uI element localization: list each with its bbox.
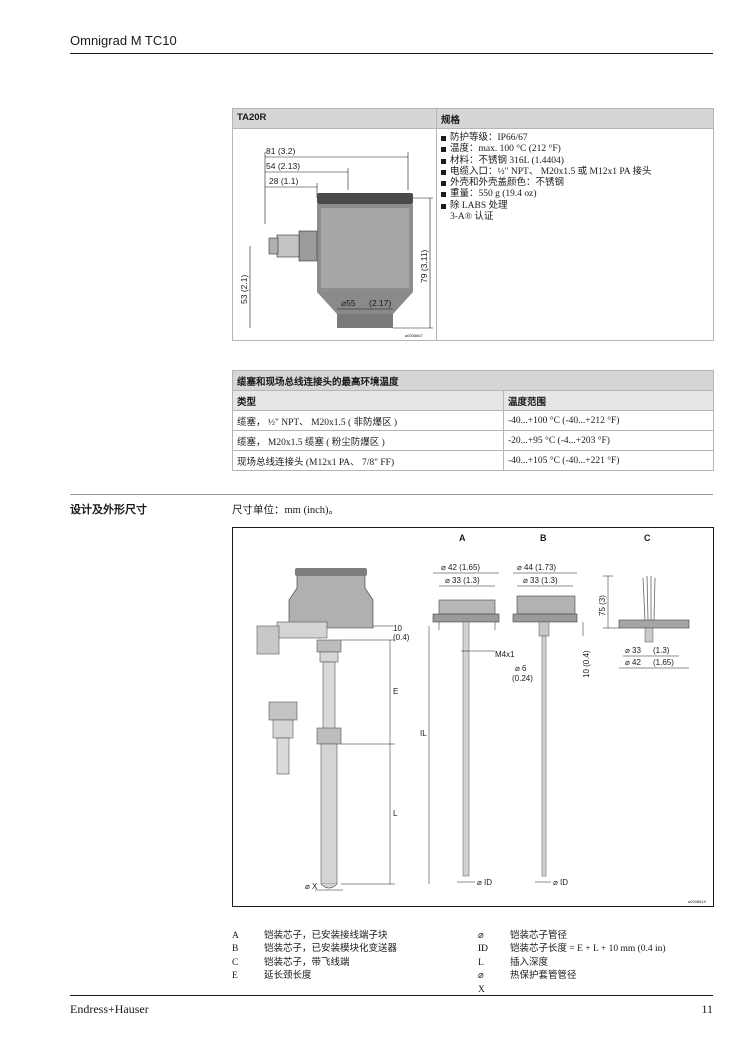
dim-54-label: 54 (2.13) <box>266 161 300 171</box>
legend-text: 铠装芯子管径 <box>510 931 568 941</box>
document-header-title: Omnigrad M TC10 <box>70 33 177 48</box>
label-ox: ⌀ X <box>305 882 318 891</box>
c-d33-inch-label: (1.3) <box>653 646 670 655</box>
col-header-range: 温度范围 <box>503 390 714 411</box>
a-m4-label: M4x1 <box>495 650 515 659</box>
spec-item: 材料：不锈钢 316L (1.4404) <box>441 156 651 167</box>
thermometer-head <box>256 568 374 889</box>
label-b: B <box>540 533 547 543</box>
footer-brand: Endress+Hauser <box>70 1002 149 1016</box>
dim-55-label: ⌀55 <box>341 298 356 308</box>
label-l: L <box>393 809 398 818</box>
b-d6-label: ⌀ 6 <box>515 664 527 673</box>
c-d33-label: ⌀ 33 <box>625 646 641 655</box>
dim-79-label: 79 (3.11) <box>419 249 429 283</box>
dim-81-label: 81 (3.2) <box>266 146 295 156</box>
legend-key: L <box>478 957 484 968</box>
a-d33-label: ⌀ 33 (1.3) <box>445 576 480 585</box>
cell-range: -40...+105 °C (-40...+221 °F) <box>503 450 714 471</box>
legend-text: 热保护套管管径 <box>510 971 577 982</box>
legend-key: IL <box>478 944 487 955</box>
ta20r-spec-table: TA20R 规格 81 (3.2 <box>232 108 714 341</box>
cell-range: -20...+95 °C (-4...+203 °F) <box>503 430 714 451</box>
label-il: IL <box>420 729 427 738</box>
c-d42-inch-label: (1.65) <box>653 658 674 667</box>
section-title: 设计及外形尺寸 <box>70 504 147 516</box>
spec-list: 防护等级：IP66/67 温度：max. 100 °C (212 °F) 材料：… <box>441 133 651 223</box>
table-title: 缆塞和现场总线连接头的最高环境温度 <box>232 370 714 391</box>
legend-key: B <box>232 944 239 955</box>
label-c: C <box>644 533 651 543</box>
section-rule <box>70 494 713 495</box>
footer-rule <box>70 995 713 996</box>
c-d42-label: ⌀ 42 <box>625 658 641 667</box>
label-a: A <box>459 533 466 543</box>
table-row: 现场总线连接头 (M12x1 PA、 7/8" FF) -40...+105 °… <box>232 450 714 471</box>
spec-divider <box>436 109 437 340</box>
dimensions-figure: A B C <box>232 527 714 907</box>
a-d42-label: ⌀ 42 (1.65) <box>441 563 480 572</box>
legend-key: ⌀ X <box>478 971 485 995</box>
table-row: 缆塞， M20x1.5 缆塞 ( 粉尘防爆区 ) -20...+95 °C (-… <box>232 430 714 451</box>
legend-key: A <box>232 931 239 941</box>
spec-col-model: TA20R <box>237 112 267 123</box>
ta20r-housing-drawing: 81 (3.2) 54 (2.13) 28 (1.1) 53 (2.1) 79 … <box>239 146 433 338</box>
legend-text: 铠装芯子，已安装接线端子块 <box>264 931 388 941</box>
a-id-label: ⌀ ID <box>477 878 492 887</box>
dimensions-drawing: A B C <box>256 533 707 904</box>
insert-a <box>432 599 500 877</box>
legend-key: C <box>232 957 239 968</box>
legend-key: E <box>232 971 238 982</box>
spec-item: 温度：max. 100 °C (212 °F) <box>441 144 651 155</box>
legend-text: 延长颈长度 <box>264 971 312 982</box>
b-d33-label: ⌀ 33 (1.3) <box>523 576 558 585</box>
header-rule <box>70 53 713 54</box>
page-number: 11 <box>701 1002 713 1016</box>
legend-text: 铠装芯子，带飞线端 <box>264 957 350 968</box>
b-id-label: ⌀ ID <box>553 878 568 887</box>
unit-note: 尺寸单位：mm (inch)。 <box>232 505 340 516</box>
b-d44-label: ⌀ 44 (1.73) <box>517 563 556 572</box>
spec-table-header: TA20R 规格 <box>233 109 713 129</box>
drawing-code: a0008667 <box>405 333 424 338</box>
table-title-row: 缆塞和现场总线连接头的最高环境温度 <box>232 370 714 391</box>
b-h10-label: 10 (0.4) <box>582 650 591 678</box>
label-e: E <box>393 687 398 696</box>
col-header-type: 类型 <box>232 390 504 411</box>
b-d6-inch-label: (0.24) <box>512 674 533 683</box>
legend-text: 铠装芯子长度 = E + L + 10 mm (0.4 in) <box>510 944 666 955</box>
cell-type: 缆塞， ½" NPT、 M20x1.5 ( 非防爆区 ) <box>232 410 504 431</box>
table-row: 缆塞， ½" NPT、 M20x1.5 ( 非防爆区 ) -40...+100 … <box>232 410 714 431</box>
spec-item: 重量：550 g (19.4 oz) <box>441 189 651 200</box>
spec-item: 外壳和外壳盖颜色：不锈钢 <box>441 178 651 189</box>
spec-item: 电缆入口：½" NPT、 M20x1.5 或 M12x1 PA 接头 <box>441 167 651 178</box>
cell-range: -40...+100 °C (-40...+212 °F) <box>503 410 714 431</box>
c-h75-label: 75 (3) <box>598 595 607 616</box>
spec-item: 除 LABS 处理 <box>441 201 651 212</box>
dim-28-label: 28 (1.1) <box>269 176 298 186</box>
dim-55-inch-label: (2.17) <box>369 298 391 308</box>
dim-10-label: 10 <box>393 624 402 633</box>
spec-col-specs: 规格 <box>441 116 461 126</box>
legend-text: 铠装芯子，已安装模块化变送器 <box>264 944 398 955</box>
cell-type: 现场总线连接头 (M12x1 PA、 7/8" FF) <box>232 450 504 471</box>
legend-text: 插入深度 <box>510 957 549 968</box>
insert-c <box>618 575 690 643</box>
dim-10-inch-label: (0.4) <box>393 633 410 642</box>
legend-key: ⌀ ID <box>478 931 489 955</box>
spec-item-continuation: 3-A® 认证 <box>450 212 494 223</box>
dim-53-label: 53 (2.1) <box>239 275 249 304</box>
cell-type: 缆塞， M20x1.5 缆塞 ( 粉尘防爆区 ) <box>232 430 504 451</box>
spec-item: 防护等级：IP66/67 <box>441 133 651 144</box>
insert-b <box>512 595 578 877</box>
table-header-row: 类型 温度范围 <box>232 390 714 411</box>
ambient-temperature-table: 缆塞和现场总线连接头的最高环境温度 类型 温度范围 缆塞， ½" NPT、 M2… <box>232 370 714 471</box>
figure-code: a0008619 <box>688 899 707 904</box>
